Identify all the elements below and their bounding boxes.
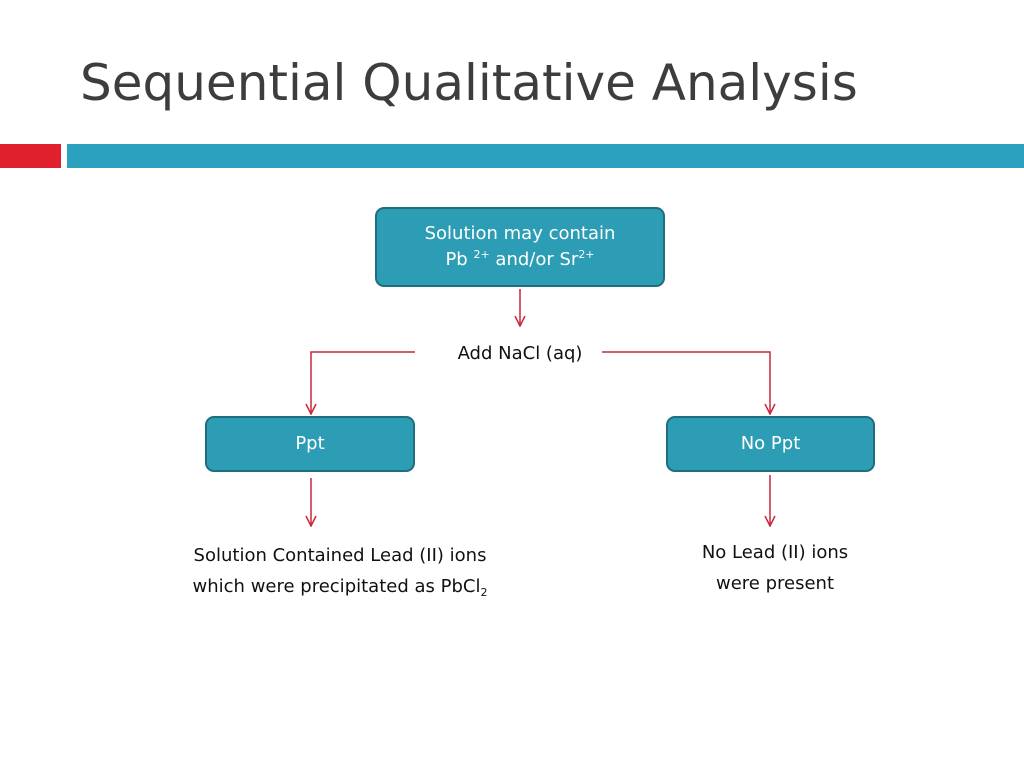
result-left-line-1: Solution Contained Lead (II) ions <box>193 545 487 566</box>
result-left-line-2: which were precipitated as PbCl2 <box>150 571 530 602</box>
strontium-charge: 2+ <box>578 248 595 261</box>
lead-symbol: Pb <box>445 249 468 270</box>
start-line-2: Pb 2+ and/or Sr2+ <box>445 247 594 273</box>
arrow-reagent-to-no-ppt <box>602 351 770 414</box>
chloride-subscript: 2 <box>480 586 488 599</box>
lead-charge: 2+ <box>473 248 490 261</box>
result-right-line-2: were present <box>715 573 835 594</box>
result-right-line-1: No Lead (II) ions <box>701 542 849 563</box>
no-precipitate-box: No Ppt <box>666 416 875 472</box>
start-solution-box: Solution may contain Pb 2+ and/or Sr2+ <box>375 207 665 287</box>
accent-bar-red <box>0 144 61 168</box>
result-left: Solution Contained Lead (II) ions which … <box>150 540 530 602</box>
precipitate-box: Ppt <box>205 416 415 472</box>
result-left-line-2-text: which were precipitated as PbCl <box>192 576 481 597</box>
no-precipitate-label: No Ppt <box>740 433 801 454</box>
accent-bar-blue <box>67 144 1024 168</box>
start-line-1: Solution may contain <box>424 223 616 244</box>
precipitate-label: Ppt <box>295 433 325 454</box>
arrow-reagent-to-ppt <box>311 351 415 414</box>
result-right: No Lead (II) ions were present <box>650 537 900 599</box>
reagent-label: Add NaCl (aq) <box>457 343 583 364</box>
strontium-text: and/or Sr <box>495 249 579 270</box>
slide-title: Sequential Qualitative Analysis <box>80 54 858 112</box>
